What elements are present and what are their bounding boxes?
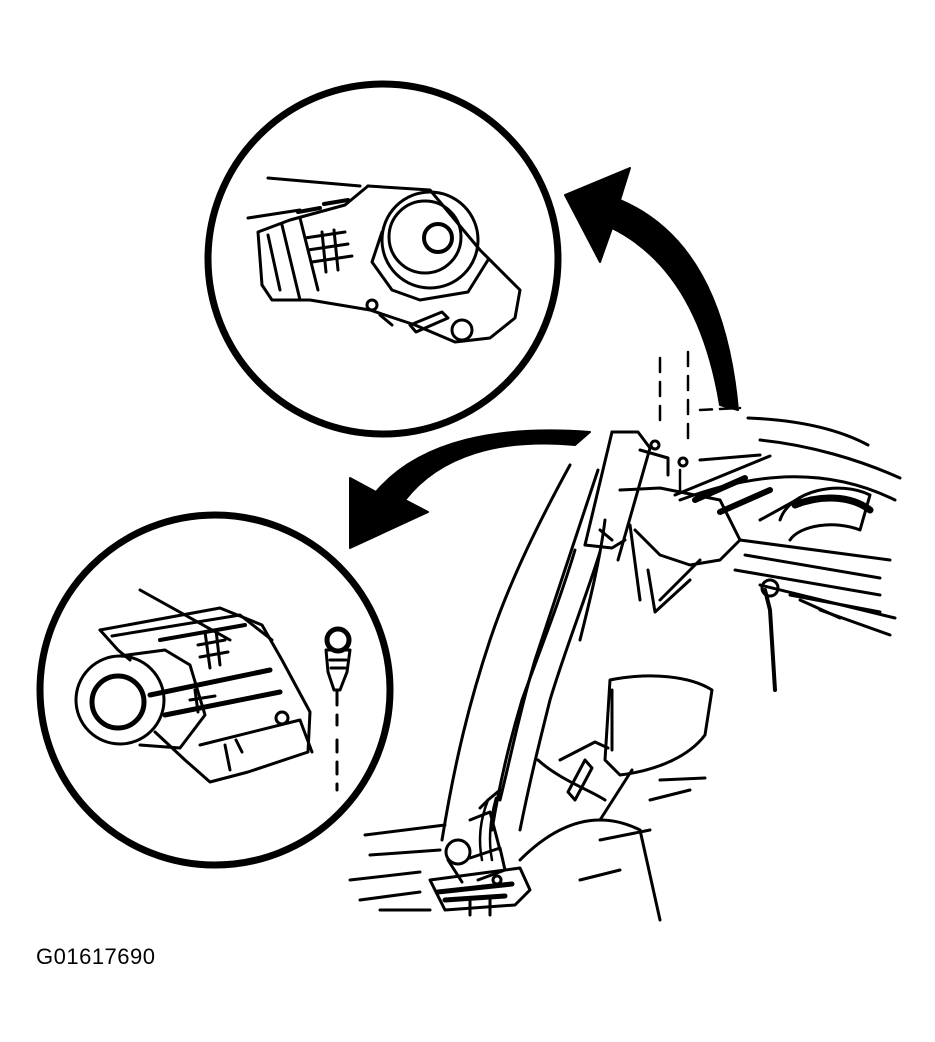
upper-callout-circle [204,80,562,438]
upper-detail-callout [204,80,562,438]
vehicle-body-assembly [348,350,902,922]
lower-detail-callout [36,511,394,869]
upper-retractor-icon [246,176,522,344]
figure-id-label: G01617690 [36,944,156,969]
arrow-to-upper-detail [564,167,739,411]
floor-anchor-icon [428,788,532,917]
mounting-bolt-icon [324,626,352,707]
lower-callout-circle [36,511,394,869]
lower-retractor-icon [74,588,352,792]
arrow-to-lower-detail [349,429,591,549]
